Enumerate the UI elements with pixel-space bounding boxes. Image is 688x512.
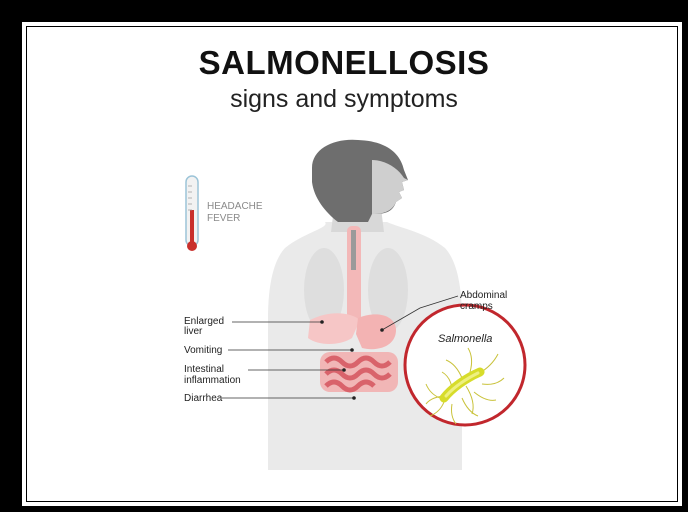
label-inflammation: inflammation: [184, 375, 241, 386]
label-cramps: cramps: [460, 301, 493, 312]
intestines: [320, 352, 398, 392]
label-diarrhea: Diarrhea: [184, 393, 222, 404]
label-liver: liver: [184, 326, 202, 337]
label-abdominal: Abdominal: [460, 290, 507, 301]
label-vomiting: Vomiting: [184, 345, 222, 356]
label-intestinal: Intestinal: [184, 364, 224, 375]
symptom-label-fever: FEVER: [207, 213, 240, 225]
symptom-label-headache: HEADACHE: [207, 201, 263, 213]
bacterium-circle: [405, 305, 525, 425]
page-subtitle: signs and symptoms: [0, 85, 688, 114]
bacterium-label: Salmonella: [438, 333, 492, 345]
page-title: SALMONELLOSIS: [0, 44, 688, 82]
thermometer-icon: [186, 176, 198, 251]
trachea: [351, 230, 356, 270]
